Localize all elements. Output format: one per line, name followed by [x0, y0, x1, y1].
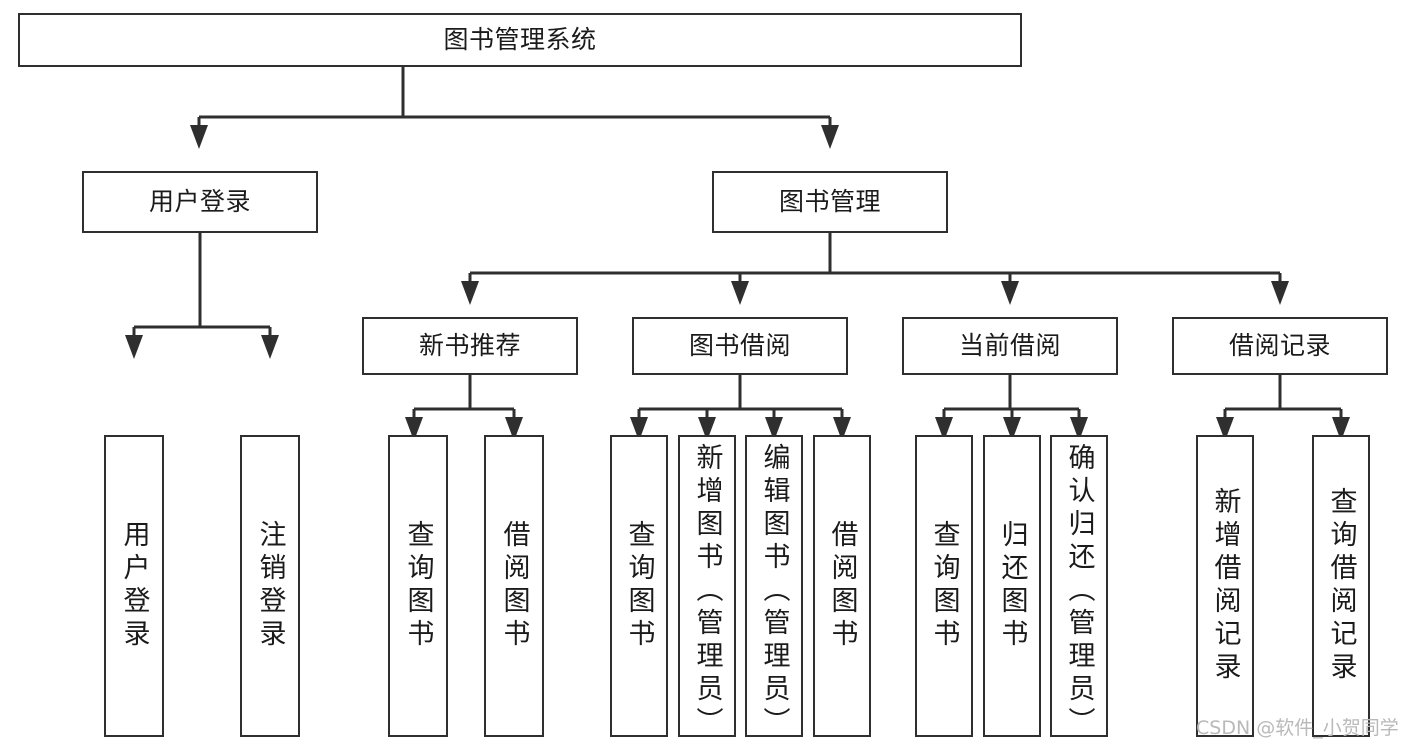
- node-label: 借阅图书: [826, 520, 858, 652]
- node-new-book-rec[interactable]: 新书推荐: [362, 317, 578, 375]
- node-leaf-user-login[interactable]: 用户登录: [104, 435, 164, 737]
- root-fanout-arrowhead-0: [190, 125, 208, 149]
- node-leaf-query-1[interactable]: 查询图书: [388, 435, 448, 737]
- node-label: 查询借阅记录: [1325, 487, 1357, 685]
- node-label: 归还图书: [996, 520, 1028, 652]
- book-manage-fanout-arrowhead-2: [1001, 281, 1019, 305]
- node-book-manage[interactable]: 图书管理: [712, 171, 948, 233]
- node-leaf-query-2[interactable]: 查询图书: [610, 435, 668, 737]
- node-label: 图书管理: [778, 186, 881, 216]
- node-borrow-record[interactable]: 借阅记录: [1172, 317, 1388, 375]
- book-manage-fanout-arrowhead-0: [461, 281, 479, 305]
- node-leaf-return[interactable]: 归还图书: [983, 435, 1041, 737]
- node-label: 用户登录: [118, 520, 150, 652]
- node-leaf-query-3[interactable]: 查询图书: [915, 435, 973, 737]
- node-label: 新增借阅记录: [1209, 487, 1241, 685]
- root-fanout-arrowhead-1: [821, 125, 839, 149]
- node-label: 图书借阅: [688, 330, 791, 360]
- node-label: 当前借阅: [958, 330, 1061, 360]
- user-login-fanout-arrowhead-0: [125, 335, 143, 359]
- node-leaf-edit-book[interactable]: 编辑图书（管理员）: [745, 435, 803, 740]
- node-user-login[interactable]: 用户登录: [82, 171, 318, 233]
- node-leaf-borrow-2[interactable]: 借阅图书: [813, 435, 871, 737]
- watermark: CSDN @软件_小贺同学: [1196, 717, 1399, 739]
- node-label: 图书管理系统: [443, 24, 597, 54]
- node-leaf-add-book[interactable]: 新增图书（管理员）: [678, 435, 736, 740]
- node-label: 借阅图书: [498, 520, 530, 652]
- node-leaf-add-rec[interactable]: 新增借阅记录: [1196, 435, 1254, 737]
- node-leaf-confirm[interactable]: 确认归还（管理员）: [1050, 435, 1108, 740]
- book-manage-fanout-arrowhead-1: [731, 281, 749, 305]
- node-label: 借阅记录: [1228, 330, 1331, 360]
- user-login-fanout-arrowhead-1: [261, 335, 279, 359]
- node-root[interactable]: 图书管理系统: [18, 13, 1022, 67]
- book-manage-fanout-arrowhead-3: [1271, 281, 1289, 305]
- node-leaf-query-rec[interactable]: 查询借阅记录: [1312, 435, 1370, 737]
- node-label: 用户登录: [148, 186, 251, 216]
- node-leaf-logout[interactable]: 注销登录: [240, 435, 300, 737]
- node-book-borrow[interactable]: 图书借阅: [632, 317, 848, 375]
- node-label: 查询图书: [402, 520, 434, 652]
- node-current-borrow[interactable]: 当前借阅: [902, 317, 1118, 375]
- node-label: 新增图书（管理员）: [691, 443, 723, 740]
- node-label: 查询图书: [623, 520, 655, 652]
- node-label: 注销登录: [254, 520, 286, 652]
- node-label: 新书推荐: [418, 330, 521, 360]
- node-label: 编辑图书（管理员）: [758, 443, 790, 740]
- node-label: 查询图书: [928, 520, 960, 652]
- node-label: 确认归还（管理员）: [1063, 443, 1095, 740]
- node-leaf-borrow-1[interactable]: 借阅图书: [484, 435, 544, 737]
